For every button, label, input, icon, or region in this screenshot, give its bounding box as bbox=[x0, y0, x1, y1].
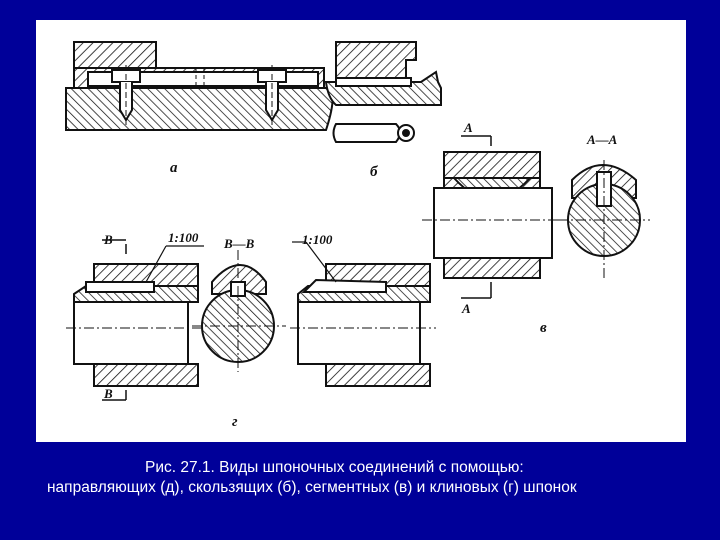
section-b-bottom-label: B bbox=[103, 386, 113, 401]
view-a-label: а bbox=[170, 160, 178, 176]
section-a-top-label: A bbox=[463, 120, 473, 135]
section-bb-label: B—B bbox=[223, 236, 255, 251]
caption-line-2: направляющих (д), скользящих (б), сегмен… bbox=[47, 479, 577, 496]
figure-panel: а б A A A—A в bbox=[36, 20, 686, 442]
view-a-guide-key bbox=[65, 41, 334, 131]
section-a-bottom-label: A bbox=[461, 301, 471, 316]
view-v-segment-key bbox=[422, 135, 650, 299]
view-g-wedge-keys bbox=[66, 239, 436, 401]
view-b-sliding-key bbox=[324, 41, 442, 143]
section-aa-label: A—A bbox=[586, 132, 618, 147]
figure-caption: Рис. 27.1. Виды шпоночных соединений с п… bbox=[0, 458, 720, 498]
view-b-label: б bbox=[370, 164, 378, 180]
caption-line-1: Рис. 27.1. Виды шпоночных соединений с п… bbox=[145, 459, 524, 476]
taper-1-label: 1:100 bbox=[168, 230, 199, 245]
view-v-label: в bbox=[540, 320, 547, 336]
keyed-joints-drawing: а б A A A—A в bbox=[65, 41, 650, 430]
section-b-top-label: B bbox=[103, 232, 113, 247]
taper-2-label: 1:100 bbox=[302, 232, 333, 247]
view-g-label: г bbox=[232, 414, 238, 430]
